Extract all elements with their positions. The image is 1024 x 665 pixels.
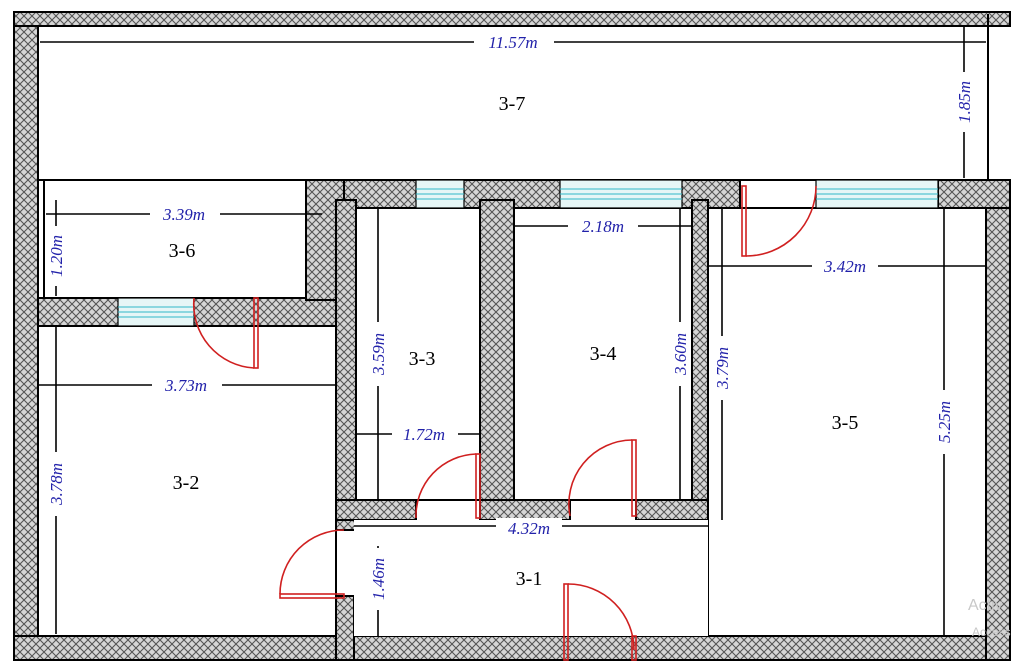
dim-3-1-width: 4.32m: [508, 519, 550, 538]
window-3-5: [815, 179, 939, 209]
dim-3-6-width: 3.39m: [162, 205, 205, 224]
dim-3-2-depth: 3.78m: [47, 463, 66, 506]
windows: [117, 179, 939, 327]
dim-3-3-depth: 3.59m: [369, 333, 388, 376]
wall-3-3-left: [335, 199, 357, 531]
room-label-3-2: 3-2: [173, 472, 200, 494]
dim-3-3-width: 1.72m: [403, 425, 445, 444]
dim-3-5-outer: 3.79m: [713, 347, 732, 390]
window-3-3: [415, 179, 465, 209]
room-label-3-1: 3-1: [516, 568, 543, 590]
dimension-labels: 11.57m 1.85m 3.39m 1.20m 3.73m 3.78m 3.5…: [46, 32, 974, 610]
room-label-3-3: 3-3: [409, 348, 436, 370]
wall-3-3-3-4: [479, 199, 515, 501]
wall-outer-left: [13, 11, 39, 661]
wall-3-4-right: [691, 199, 709, 521]
room-outlines: [37, 14, 989, 637]
outline-3-6: [43, 179, 307, 299]
room-label-3-5: 3-5: [832, 412, 859, 434]
dim-3-1-depth: 1.46m: [369, 558, 388, 600]
door-3-3: [415, 453, 481, 519]
room-label-3-7: 3-7: [499, 93, 526, 115]
door-3-5: [741, 185, 817, 257]
watermark-line-1: Activ: [968, 597, 1003, 614]
wall-outer-right-lower: [985, 179, 1011, 661]
wall-3-4-bottom: [635, 499, 709, 521]
room-labels: 3-7 3-6 3-3 3-4 3-5 3-2 3-1: [169, 93, 859, 590]
doors: [192, 185, 817, 661]
outline-3-1: [354, 520, 708, 636]
room-label-3-6: 3-6: [169, 240, 196, 262]
outline-3-4: [513, 207, 693, 501]
door-entrance: [563, 583, 637, 661]
activation-watermark: Activ Access: [968, 597, 1011, 639]
wall-outer-top: [13, 11, 1011, 27]
dim-3-5-width: 3.42m: [823, 257, 866, 276]
door-3-6: [192, 297, 259, 369]
dim-3-7-depth: 1.85m: [955, 81, 974, 123]
wall-3-1-left: [335, 595, 355, 661]
wall-outer-bottom: [13, 635, 1011, 661]
dim-3-4-depth: 3.60m: [671, 333, 690, 376]
dim-3-2-width: 3.73m: [164, 376, 207, 395]
dim-3-7-width: 11.57m: [488, 33, 537, 52]
wall-3-3-bottom: [335, 499, 417, 521]
window-3-4: [559, 179, 683, 209]
door-3-2: [279, 529, 345, 599]
dim-3-6-depth: 1.20m: [47, 235, 66, 277]
window-3-6: [117, 297, 195, 327]
door-3-4: [568, 439, 637, 517]
wall-mid-horizontal-right: [937, 179, 1011, 209]
room-label-3-4: 3-4: [590, 343, 617, 365]
dim-3-5-depth: 5.25m: [935, 401, 954, 443]
dim-3-4-width: 2.18m: [582, 217, 624, 236]
wall-3-3-3-4-bottom: [479, 499, 571, 521]
watermark-line-2: Access: [972, 625, 1011, 639]
